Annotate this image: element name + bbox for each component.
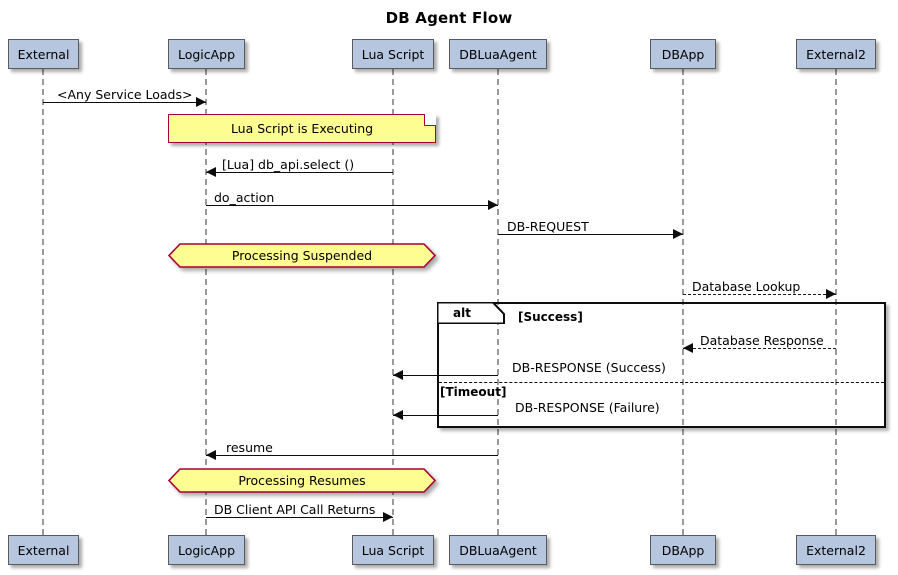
fragment-guard: [Timeout]	[440, 385, 507, 399]
message-label-m8: DB-RESPONSE (Failure)	[515, 400, 660, 415]
message-line-m10	[206, 517, 393, 518]
message-label-m10: DB Client API Call Returns	[214, 502, 376, 517]
message-label-m2: [Lua] db_api.select ()	[222, 157, 355, 172]
note-label: Lua Script is Executing	[230, 121, 374, 136]
participant-label: DBApp	[661, 46, 705, 62]
message-label-m4: DB-REQUEST	[507, 219, 589, 234]
participant-label: Lua Script	[361, 46, 425, 62]
participant-label: DBApp	[661, 542, 705, 558]
participant-label: LogicApp	[177, 46, 236, 62]
fragment-guard: [Success]	[518, 310, 583, 324]
note-box: Lua Script is Executing	[168, 114, 436, 143]
message-label-m7: DB-RESPONSE (Success)	[512, 360, 666, 375]
participant-dbapp-top[interactable]: DBApp	[650, 39, 716, 69]
participant-logicapp-top[interactable]: LogicApp	[168, 39, 245, 69]
message-label-m9: resume	[226, 440, 273, 455]
lifeline-luascript	[392, 69, 394, 535]
fragment-alt	[437, 302, 886, 428]
message-label-m3: do_action	[214, 190, 275, 205]
divider-label: Processing Resumes	[238, 473, 366, 488]
participant-label: LogicApp	[177, 542, 236, 558]
divider-hexagon: Processing Suspended	[168, 243, 436, 268]
message-line-m7	[393, 375, 498, 376]
message-arrowhead-m6	[683, 343, 693, 353]
message-arrowhead-m8	[393, 410, 403, 420]
message-arrowhead-m4	[673, 229, 683, 239]
participant-label: External2	[806, 46, 866, 62]
participant-label: External	[17, 542, 70, 558]
divider-label: Processing Suspended	[231, 248, 373, 263]
participant-dbluaagent-bottom[interactable]: DBLuaAgent	[449, 535, 547, 565]
participant-dbluaagent-top[interactable]: DBLuaAgent	[449, 39, 547, 69]
participant-label: External	[17, 46, 70, 62]
participant-label: Lua Script	[361, 542, 425, 558]
message-arrowhead-m1	[196, 97, 206, 107]
message-line-m1	[43, 102, 206, 103]
participant-external2-top[interactable]: External2	[796, 39, 876, 69]
divider-hexagon: Processing Resumes	[168, 468, 436, 493]
message-line-m6	[683, 348, 836, 349]
message-line-m9	[206, 455, 498, 456]
message-line-m2	[206, 172, 393, 173]
fragment-operator-tab	[437, 302, 505, 324]
message-arrowhead-m2	[206, 167, 216, 177]
lifeline-logicapp	[205, 69, 207, 535]
participant-label: DBLuaAgent	[459, 542, 537, 558]
message-label-m5: Database Lookup	[692, 279, 801, 294]
message-arrowhead-m7	[393, 370, 403, 380]
participant-external-top[interactable]: External	[8, 39, 79, 69]
participant-label: DBLuaAgent	[459, 46, 537, 62]
lifeline-external	[42, 69, 44, 535]
message-arrowhead-m10	[383, 512, 393, 522]
participant-external2-bottom[interactable]: External2	[796, 535, 876, 565]
message-line-m4	[498, 234, 683, 235]
message-arrowhead-m5	[826, 289, 836, 299]
message-arrowhead-m3	[488, 200, 498, 210]
fragment-operator-label: alt	[453, 306, 471, 320]
message-arrowhead-m9	[206, 450, 216, 460]
message-label-m1: <Any Service Loads>	[57, 87, 193, 102]
message-line-m8	[393, 415, 498, 416]
message-line-m3	[206, 205, 498, 206]
page-title: DB Agent Flow	[385, 9, 513, 27]
participant-luascript-top[interactable]: Lua Script	[352, 39, 434, 69]
participant-label: External2	[806, 542, 866, 558]
fragment-divider	[439, 382, 884, 383]
participant-luascript-bottom[interactable]: Lua Script	[352, 535, 434, 565]
message-line-m5	[683, 294, 836, 295]
note-fold-corner-icon	[424, 114, 436, 126]
message-label-m6: Database Response	[700, 333, 824, 348]
participant-logicapp-bottom[interactable]: LogicApp	[168, 535, 245, 565]
participant-dbapp-bottom[interactable]: DBApp	[650, 535, 716, 565]
participant-external-bottom[interactable]: External	[8, 535, 79, 565]
